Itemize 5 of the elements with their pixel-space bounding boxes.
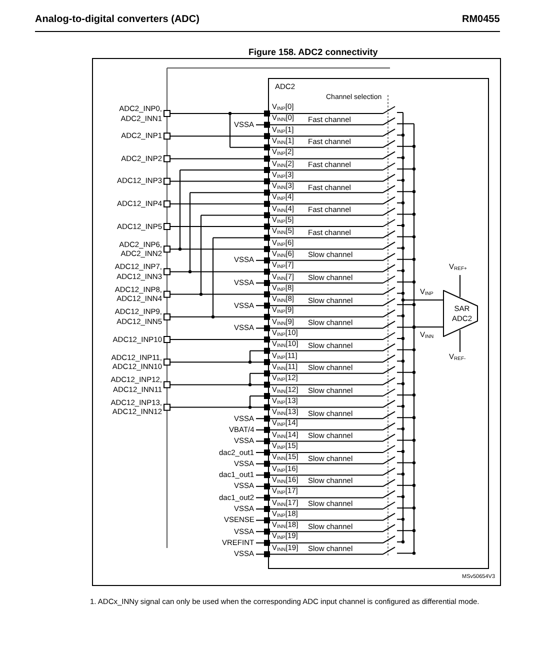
document-code: RM0455 [462,14,500,26]
sar-adc-block [443,290,478,337]
adc-block [268,78,489,569]
figure-title: Figure 158. ADC2 connectivity [248,46,378,58]
page-header-title: Analog-to-digital converters (ADC) [35,14,200,26]
